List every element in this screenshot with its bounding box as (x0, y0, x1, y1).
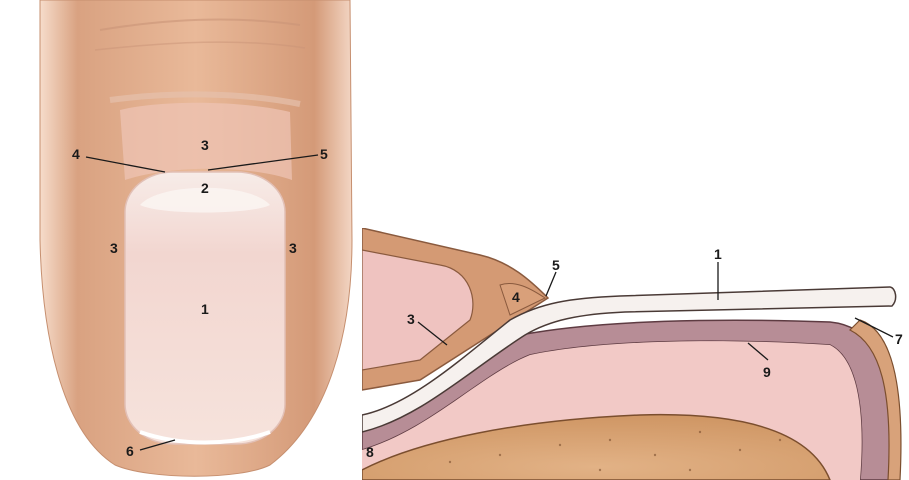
label-r-hyponychium: 7 (895, 331, 903, 347)
finger-dorsal-view (40, 0, 352, 476)
label-r-proximal-fold: 3 (407, 311, 415, 327)
label-r-eponychium: 4 (512, 289, 520, 305)
label-r-nail-bed: 9 (763, 364, 771, 380)
label-cuticle: 5 (320, 146, 328, 162)
label-r-matrix: 8 (366, 444, 374, 460)
label-nail-fold-top: 3 (201, 137, 209, 153)
label-nail-fold-right: 3 (289, 240, 297, 256)
label-eponychium: 4 (72, 146, 80, 162)
label-r-nail-plate: 1 (714, 246, 722, 262)
label-nail-plate: 1 (201, 301, 209, 317)
nail-sagittal-section (362, 228, 909, 480)
label-r-cuticle: 5 (552, 257, 560, 273)
label-free-edge: 6 (126, 443, 134, 459)
label-nail-fold-left: 3 (110, 240, 118, 256)
label-lunula: 2 (201, 180, 209, 196)
